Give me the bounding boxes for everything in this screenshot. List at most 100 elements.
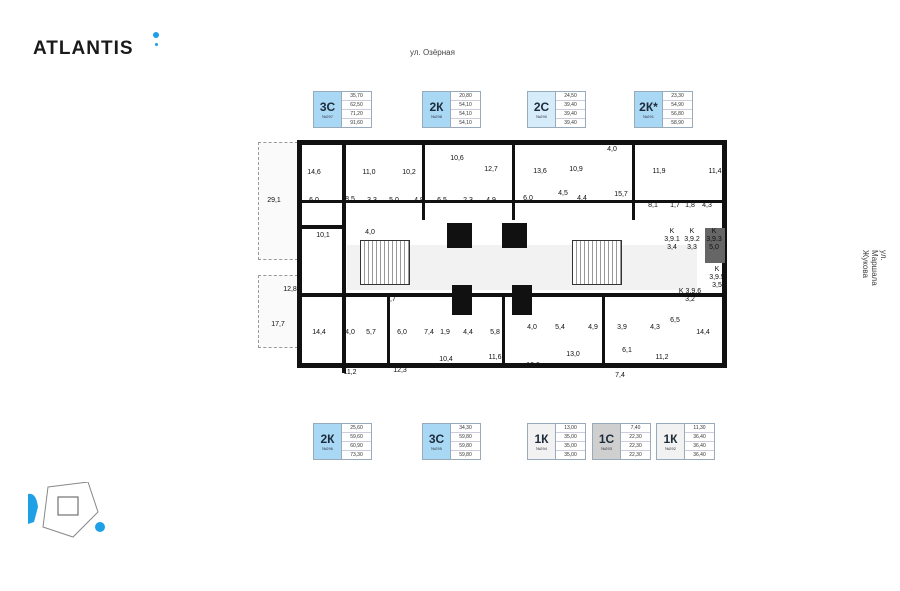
apartment-area: 59,80 <box>451 442 480 451</box>
room-area-label: 11,2 <box>655 354 669 361</box>
apartment-area: 25,60 <box>342 424 371 433</box>
apartment-area: 71,20 <box>342 110 371 119</box>
room-area-label: K 3,9.1 3,4 <box>664 228 680 251</box>
room-area-label: 14,4 <box>312 329 326 336</box>
apartment-area: 62,50 <box>342 101 371 110</box>
room-area-label: 4,3 <box>702 202 712 209</box>
room-area-label: 10,6 <box>450 155 464 162</box>
floor-plan <box>297 140 727 373</box>
room-area-label: K 3,9.6 3,2 <box>678 288 702 303</box>
apartment-area: 56,80 <box>663 110 692 119</box>
apartment-type: 1К <box>534 432 549 446</box>
room-area-label: 4,0 <box>345 329 355 336</box>
room-area-label: 1,7 <box>670 202 680 209</box>
room-area-label: 8,1 <box>648 202 658 209</box>
room-area-label: K 3,9.5 3,5 <box>709 266 725 289</box>
apartment-area: 23,30 <box>663 92 692 101</box>
room-area-label: 1,8 <box>685 202 695 209</box>
room-area-label: 10,9 <box>569 166 583 173</box>
street-top: ул. Озёрная <box>410 48 455 57</box>
apartment-number: №298 <box>431 114 442 119</box>
room-area-label: 10,4 <box>439 356 453 363</box>
room-area-label: 12,3 <box>393 367 407 374</box>
apartment-area: 39,40 <box>564 120 577 126</box>
room-area-label: 10,2 <box>402 169 416 176</box>
room-area-label: 4,4 <box>463 329 473 336</box>
apartment-area: 11,30 <box>685 424 714 433</box>
room-area-label: 12,6 <box>526 362 540 369</box>
site-minimap <box>28 482 105 538</box>
room-area-label: 1,9 <box>440 329 450 336</box>
apartment-number: №296 <box>322 446 333 451</box>
logo: ATLANTIS <box>33 38 134 59</box>
apartment-area: 39,40 <box>556 110 585 119</box>
room-area-label: 5,7 <box>366 329 376 336</box>
apartment-type: 2К* <box>639 100 658 114</box>
apartment-area: 20,80 <box>451 92 480 101</box>
apartment-area: 54,10 <box>451 101 480 110</box>
room-area-label: 13,0 <box>566 351 580 358</box>
apartment-area: 36,40 <box>685 442 714 451</box>
room-area-label: 4,9 <box>588 324 598 331</box>
room-area-label: 12,8 <box>283 286 297 293</box>
room-area-label: 7,4 <box>424 329 434 336</box>
apartment-number: №293 <box>601 446 612 451</box>
room-area-label: 4,0 <box>607 146 617 153</box>
apartment-type: 2С <box>533 100 550 114</box>
storage-room <box>705 228 725 263</box>
room-area-label: 7,4 <box>615 372 625 379</box>
room-area-label: 10,1 <box>316 232 330 239</box>
street-right: ул. Маршала Жукова <box>861 250 888 286</box>
room-area-label: 11,4 <box>708 168 722 175</box>
room-area-label: 4,9 <box>414 197 424 204</box>
apartment-number: №290 <box>536 114 547 119</box>
room-area-label: 6,1 <box>622 347 632 354</box>
apartment-area: 36,40 <box>685 433 714 442</box>
compass-icon <box>95 522 105 532</box>
apartment-number: №291 <box>643 114 654 119</box>
apartment-area: 35,70 <box>342 92 371 101</box>
apartment-area: 39,40 <box>556 101 585 110</box>
apartment-area: 34,30 <box>451 424 480 433</box>
apartment-type: 1К <box>663 432 678 446</box>
room-area-label: 8,5 <box>345 196 355 203</box>
room-area-label: 11,9 <box>652 168 666 175</box>
room-area-label: 29,1 <box>267 197 281 204</box>
stairs <box>360 240 410 285</box>
apartment-number: №294 <box>536 446 547 451</box>
room-area-label: 4,5 <box>558 190 568 197</box>
room-area-label: K 3,9.2 3,3 <box>684 228 700 251</box>
apartment-number: №297 <box>322 114 333 119</box>
room-area-label: 4,9 <box>486 197 496 204</box>
apartment-number: №292 <box>665 446 676 451</box>
elevator-shaft <box>512 285 532 315</box>
apartment-area: 73,30 <box>350 452 363 458</box>
room-area-label: 11,0 <box>362 169 376 176</box>
room-area-label: 6,0 <box>309 197 319 204</box>
apartment-area: 13,00 <box>556 424 585 433</box>
apartment-type: 3С <box>428 432 445 446</box>
apartment-area: 35,00 <box>556 433 585 442</box>
room-area-label: 7,7 <box>386 296 396 303</box>
room-area-label: 4,3 <box>650 324 660 331</box>
room-area-label: 12,7 <box>484 166 498 173</box>
apartment-area: 22,30 <box>621 433 650 442</box>
apartment-area: 35,00 <box>556 442 585 451</box>
balcony <box>258 275 298 348</box>
room-area-label: 6,0 <box>397 329 407 336</box>
apartment-area: 59,80 <box>459 452 472 458</box>
room-area-label: 11,6 <box>488 354 502 361</box>
room-area-label: 15,7 <box>614 191 628 198</box>
elevator-shaft <box>452 285 472 315</box>
room-area-label: 4,0 <box>527 324 537 331</box>
room-area-label: 3,3 <box>367 197 377 204</box>
